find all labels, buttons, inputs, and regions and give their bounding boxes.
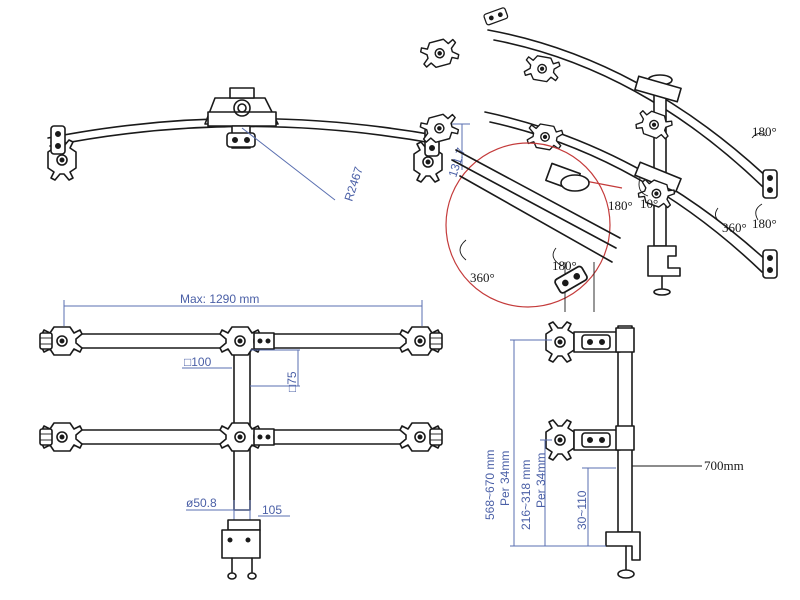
- pole-diameter-label: ø50.8: [186, 496, 217, 510]
- rot-pivot-label: 10°: [640, 196, 658, 211]
- reach-label: 700mm: [704, 458, 744, 473]
- perspective-view: 180° 180° 360° 10°: [417, 6, 778, 296]
- rot-low-label: 180°: [752, 216, 777, 231]
- rot-mid-label: 360°: [722, 220, 747, 235]
- side-view: 700mm 568~670 mm Per 34mm 216~318 mm Per…: [483, 321, 744, 579]
- top-view-curved-arm: R2467 131.7: [47, 87, 470, 203]
- radius-label: R2467: [342, 165, 366, 203]
- height-step-label: Per 34mm: [498, 451, 512, 506]
- vesa-100-label: □100: [184, 355, 212, 369]
- arm-180-label: 180°: [608, 198, 633, 213]
- max-width-label: Max: 1290 mm: [180, 292, 259, 306]
- detail-360-label: 360°: [470, 270, 495, 285]
- lower-step-label: Per 34mm: [534, 453, 548, 508]
- height-range-label: 568~670 mm: [483, 450, 497, 520]
- front-view: Max: 1290 mm □100 □75: [39, 292, 443, 580]
- vesa-75-label: □75: [285, 371, 299, 392]
- clamp-offset-label: 105: [262, 503, 282, 517]
- lower-range-label: 216~318 mm: [519, 460, 533, 530]
- detail-180-label: 180°: [552, 258, 577, 273]
- rot-top-label: 180°: [752, 124, 777, 139]
- base-range-label: 30~110: [575, 490, 589, 530]
- detail-circle: 360° 180° 180°: [445, 142, 633, 312]
